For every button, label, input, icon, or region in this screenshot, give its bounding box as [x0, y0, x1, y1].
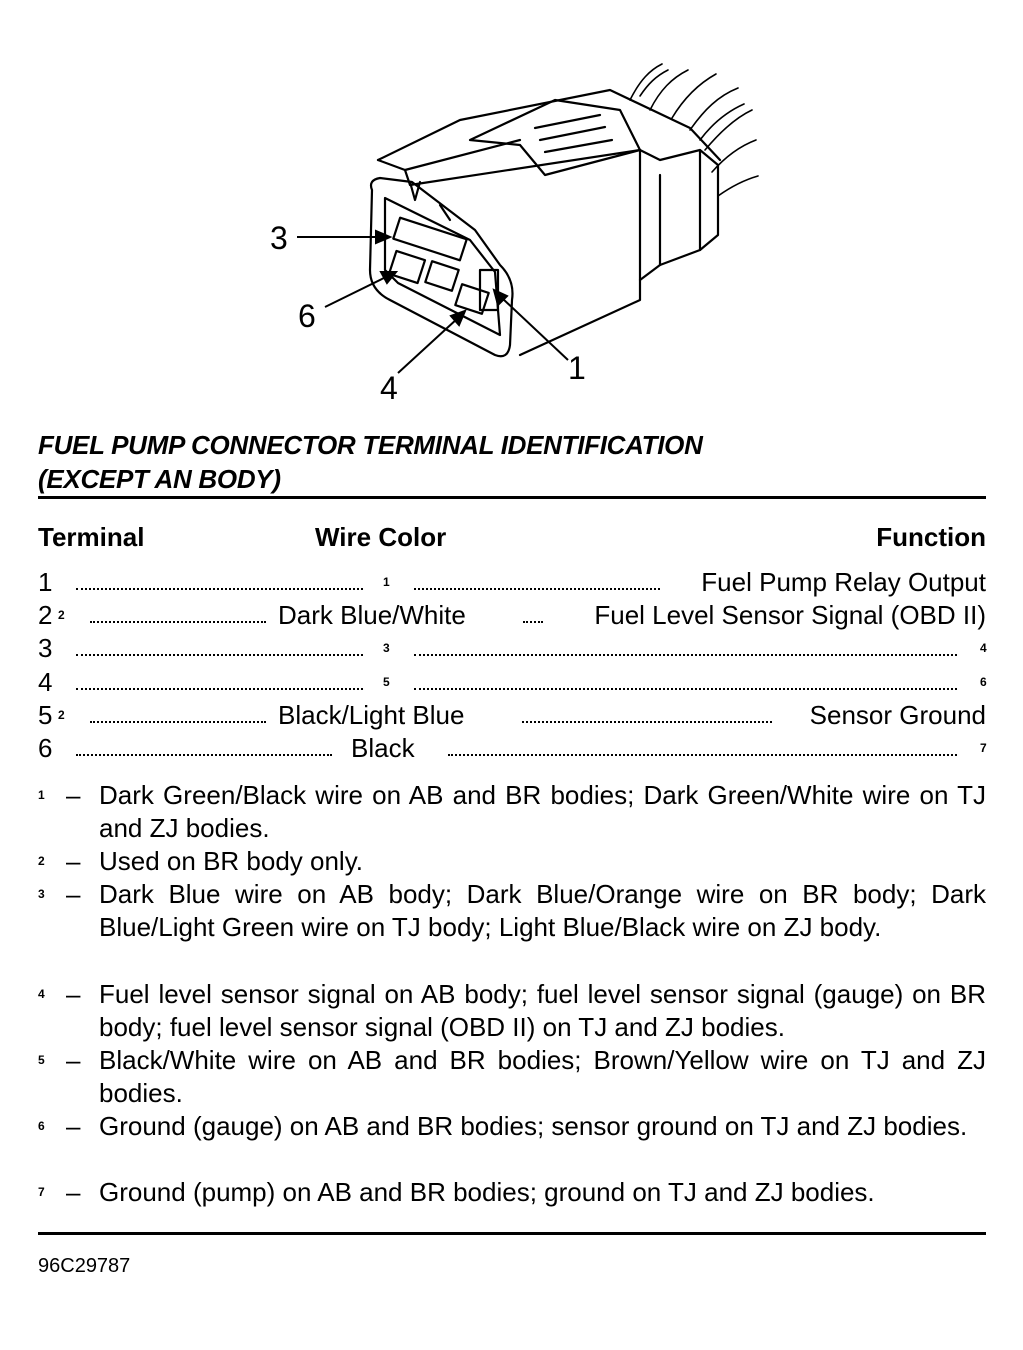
- function-footnote-mark: 7: [980, 741, 987, 755]
- function-text: Sensor Ground: [809, 700, 986, 730]
- terminal-header: Terminal: [38, 522, 145, 552]
- dot-leader: [414, 666, 957, 690]
- footnote-text: Ground (gauge) on AB and BR bodies; sens…: [99, 1111, 968, 1141]
- function-text: Fuel Level Sensor Signal (OBD II): [594, 600, 986, 630]
- table-row: 3 3 4: [38, 632, 987, 665]
- top-rule: [38, 496, 986, 499]
- figure-id: 96C29787: [38, 1255, 131, 1277]
- table-row: 4 5 6: [38, 666, 987, 699]
- dot-leader: [522, 699, 772, 723]
- wire-color: Black: [351, 733, 415, 763]
- footnote-text: Used on BR body only.: [99, 846, 363, 876]
- footnote-dash: –: [66, 1177, 81, 1207]
- footnote-mark: 7: [38, 1185, 45, 1199]
- footnote-dash: –: [66, 846, 81, 876]
- footnote-text: Fuel level sensor signal on AB body; fue…: [99, 979, 986, 1042]
- callout-6-label: 6: [298, 298, 316, 334]
- function-header: Function: [876, 522, 986, 552]
- terminal-number: 2: [38, 600, 53, 630]
- callout-4-label: 4: [380, 370, 398, 406]
- dot-leader: [414, 566, 660, 590]
- footnote-dash: –: [66, 1045, 81, 1075]
- table-row: 6 Black 7: [38, 732, 987, 765]
- footnote-mark: 4: [38, 987, 45, 1001]
- function-footnote-mark: 4: [980, 641, 987, 655]
- wire-color-footnote-mark: 3: [383, 641, 390, 655]
- bottom-rule: [38, 1232, 986, 1235]
- terminal-footnote-mark: 2: [58, 708, 65, 722]
- function-footnote-mark: 6: [980, 675, 987, 689]
- terminal-cavity-3: [392, 216, 468, 262]
- dot-leader: [523, 599, 543, 623]
- wire-color-header: Wire Color: [315, 522, 447, 552]
- footnote-dash: –: [66, 780, 81, 810]
- terminal-number: 4: [38, 667, 53, 697]
- callout-3-label: 3: [270, 220, 288, 256]
- table-title: FUEL PUMP CONNECTOR TERMINAL IDENTIFICAT…: [38, 428, 703, 496]
- footnote-mark: 3: [38, 887, 45, 901]
- footnote-mark: 2: [38, 854, 45, 868]
- footnote-dash: –: [66, 1111, 81, 1141]
- dot-leader: [414, 632, 957, 656]
- footnote-mark: 5: [38, 1053, 45, 1067]
- title-line-2: (EXCEPT AN BODY): [38, 464, 281, 494]
- callout-1-label: 1: [568, 350, 586, 386]
- footnote-text: Dark Blue wire on AB body; Dark Blue/Ora…: [99, 879, 986, 942]
- footnote-text: Dark Green/Black wire on AB and BR bodie…: [99, 780, 986, 843]
- terminal-cavity-4: [454, 283, 490, 315]
- dot-leader: [76, 666, 363, 690]
- wire-color-footnote-mark: 1: [383, 575, 390, 589]
- dot-leader: [90, 699, 266, 723]
- footnote-dash: –: [66, 979, 81, 1009]
- terminal-number: 1: [38, 567, 53, 597]
- dot-leader: [76, 566, 363, 590]
- function-text: Fuel Pump Relay Output: [701, 567, 986, 597]
- title-line-1: FUEL PUMP CONNECTOR TERMINAL IDENTIFICAT…: [38, 430, 703, 460]
- terminal-number: 6: [38, 733, 53, 763]
- wire-color: Black/Light Blue: [278, 700, 465, 730]
- table-row: 1 1 Fuel Pump Relay Output: [38, 566, 986, 599]
- footnote-mark: 6: [38, 1119, 45, 1133]
- terminal-cavity-5: [424, 260, 460, 292]
- dot-leader: [90, 599, 266, 623]
- terminal-cavity-6: [387, 249, 427, 285]
- fuel-pump-connector-drawing: [297, 63, 759, 374]
- dot-leader: [448, 732, 957, 756]
- footnote-mark: 1: [38, 788, 45, 802]
- connector-face: [368, 176, 514, 358]
- footnote-text: Ground (pump) on AB and BR bodies; groun…: [99, 1177, 875, 1207]
- footnote-text: Black/White wire on AB and BR bodies; Br…: [99, 1045, 986, 1108]
- terminal-number: 5: [38, 700, 53, 730]
- wire-color-footnote-mark: 5: [383, 675, 390, 689]
- dot-leader: [76, 732, 332, 756]
- footnote-dash: –: [66, 879, 81, 909]
- wire-color: Dark Blue/White: [278, 600, 466, 630]
- terminal-footnote-mark: 2: [58, 608, 65, 622]
- terminal-number: 3: [38, 633, 53, 663]
- wire-bundle: [629, 63, 759, 197]
- dot-leader: [76, 632, 363, 656]
- terminal-cavity-1: [478, 268, 500, 312]
